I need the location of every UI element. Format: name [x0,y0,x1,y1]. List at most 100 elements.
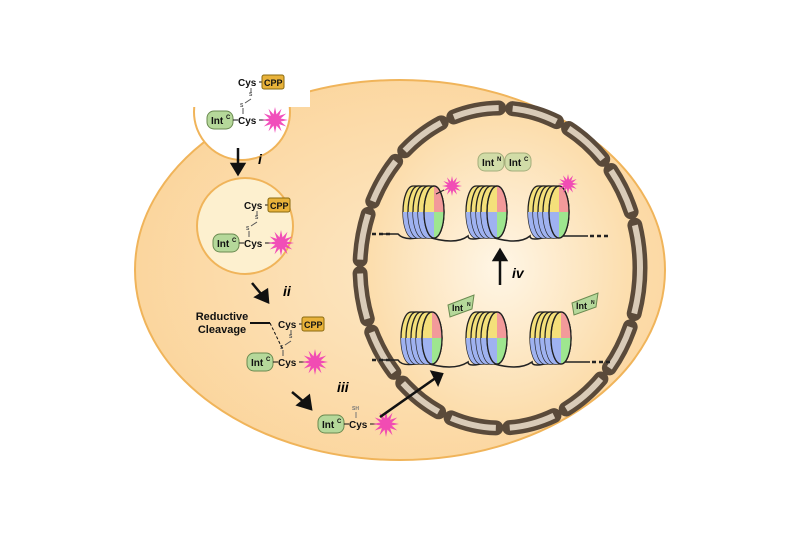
histone-h2a [497,186,507,212]
step-label-iii: iii [337,379,350,395]
histone-disc-lower [545,338,561,364]
histone-h4 [424,212,434,238]
histone-disc-lower [476,338,492,364]
sh-label: SH [352,406,359,412]
cys-label: Cys [238,78,257,89]
histone-h2a [432,312,442,338]
histone-h4 [549,212,559,238]
histone-disc-lower [471,338,487,364]
histone-disc-lower [411,338,427,364]
int-superscript: C [232,238,237,244]
histone-outline [423,185,445,239]
int-superscript: N [497,157,501,163]
histone-h2b [497,212,507,238]
histone-disc-lower [466,338,482,364]
step-label-i: i [258,151,263,167]
histone-h4 [487,338,497,364]
int-label: Int [211,116,224,127]
histone-disc-lower [403,212,419,238]
step-label-iv: iv [512,265,525,281]
nucleosome [400,311,443,365]
int-superscript: C [266,357,271,363]
int-label: Int [217,239,230,250]
int-superscript: C [524,157,529,163]
int-label: Int [452,303,463,313]
histone-h2b [561,338,571,364]
int-label: Int [509,158,522,169]
cpp-label: CPP [264,78,283,88]
cargo-star-icon [302,349,328,375]
histone-h4 [487,212,497,238]
s-label: S [246,226,250,232]
int-label: Int [482,158,495,169]
histone-disc-lower [543,212,559,238]
histone-disc-lower [413,212,429,238]
histone-disc-lower [401,338,417,364]
histone-h2a [497,312,507,338]
step-label-ii: ii [283,283,292,299]
histone-disc-lower [466,212,482,238]
int-superscript: N [467,302,471,308]
cargo-star-icon [373,411,399,437]
int-tag-box [477,152,505,172]
histone-disc-lower [530,338,546,364]
endosome [196,177,294,275]
cpp-label: CPP [304,320,323,330]
int-tag-box [504,152,532,172]
cargo-star-icon [262,107,288,133]
histone-h4 [422,338,432,364]
s-label: S [255,215,259,221]
cargo-star-icon [268,230,294,256]
cys-label: Cys [278,358,297,369]
histone-h2b [432,338,442,364]
histone-disc-lower [418,212,434,238]
histone-disc-lower [540,338,556,364]
nucleosome [465,311,508,365]
int-superscript: C [226,115,231,121]
cleavage-label: Cleavage [198,324,246,336]
nucleosome [529,311,572,365]
s-label: S [249,92,253,98]
s-label: S [289,334,293,340]
bond [244,98,252,104]
histone-disc-lower [416,338,432,364]
intn-flag: Int N [571,292,599,316]
histone-h2a [434,186,444,212]
histone-disc-lower [406,338,422,364]
cys-label: Cys [349,420,368,431]
int-superscript: C [337,419,342,425]
histone-disc-lower [481,212,497,238]
int-tag-box [447,294,475,318]
histone-disc-lower [408,212,424,238]
histone-h2b [559,212,569,238]
histone-disc-lower [533,212,549,238]
int-superscript: N [591,300,595,306]
int-label: Int [576,301,587,311]
cys-label: Cys [238,116,257,127]
histone-h4 [551,338,561,364]
chromatin-fiber [372,185,608,242]
cpp-tag-box [301,316,325,332]
intn-flag: Int N [447,294,475,318]
histone-h2a [559,186,569,212]
s-label: S [240,103,244,109]
histone-outline [486,185,508,239]
int-label: Int [251,358,264,369]
link [435,189,445,195]
chromatin-fiber [372,311,610,368]
histone-disc-lower [476,212,492,238]
cargo-star-icon [442,176,462,196]
histone-disc-lower [471,212,487,238]
histone-h2b [497,338,507,364]
